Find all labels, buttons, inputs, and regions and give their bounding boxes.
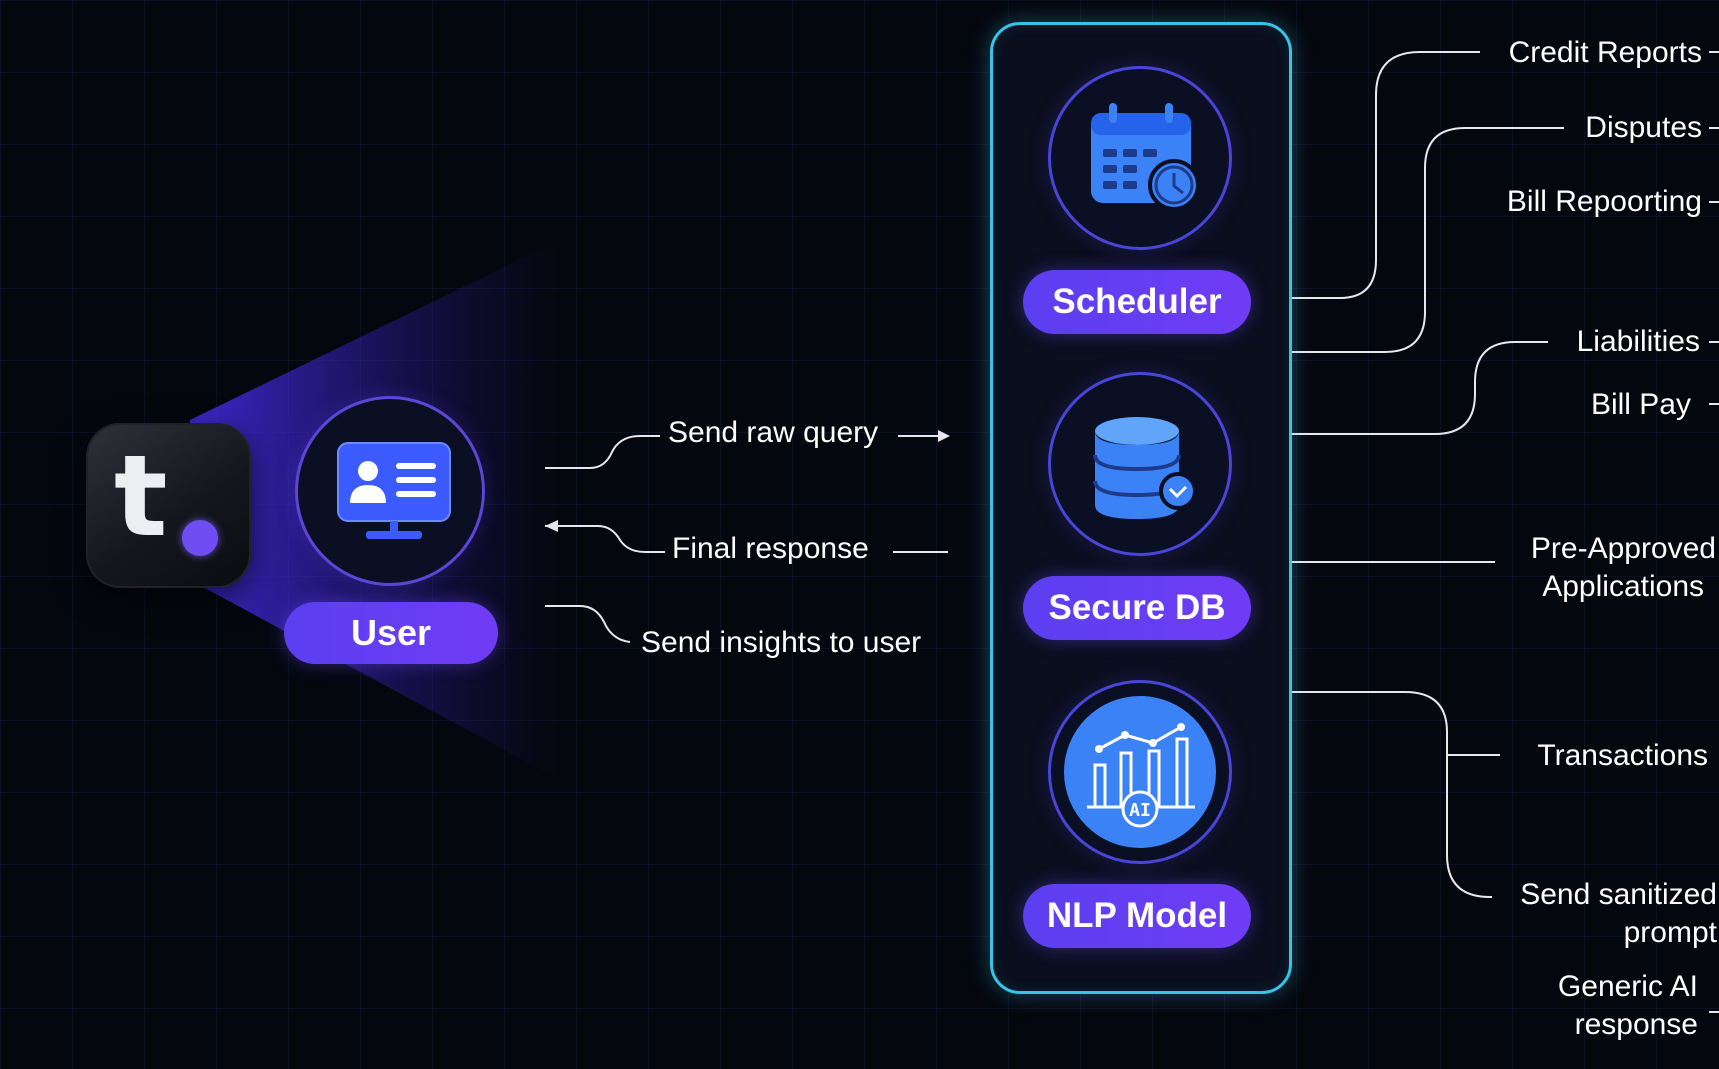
generic-line-1: Generic AI [1557,970,1698,1003]
send-sanitized-prompt-label: Send sanitized prompt [1520,876,1717,952]
user-label: User [284,602,498,664]
nlp-model-label: NLP Model [1023,884,1251,948]
pre-approved-label: Pre-Approved Applications [1531,530,1716,606]
bill-pay-label: Bill Pay [1590,388,1691,421]
pre-approved-line-2: Applications [1542,570,1704,603]
final-response-label: Final response [672,532,869,565]
sanitized-line-2: prompt [1623,916,1717,949]
send-insights-label: Send insights to user [641,626,922,659]
sanitized-line-1: Send sanitized [1520,878,1717,911]
secure-db-circle [1048,372,1232,556]
scheduler-label: Scheduler [1023,270,1251,334]
liabilities-label: Liabilities [1576,325,1700,358]
svg-text:AI: AI [1129,800,1151,821]
scheduler-circle [1048,66,1232,250]
secure-db-label: Secure DB [1023,576,1251,640]
pre-approved-line-1: Pre-Approved [1530,532,1716,565]
transactions-label: Transactions [1537,739,1708,772]
ai-chart-icon: AI [1064,696,1216,848]
user-profile-icon [337,442,451,539]
nlp-model-circle: AI [1048,680,1232,864]
send-raw-query-label: Send raw query [668,416,879,449]
disputes-label: Disputes [1585,111,1702,144]
user-avatar-circle [295,396,485,586]
calendar-clock-icon [1091,103,1200,211]
bill-reporting-label: Bill Repoorting [1506,185,1702,218]
database-icon [1093,417,1197,519]
app-logo: t [86,423,251,588]
credit-reports-label: Credit Reports [1508,36,1702,69]
generic-line-2: response [1574,1008,1698,1041]
generic-ai-response-label: Generic AI response [1558,968,1698,1044]
